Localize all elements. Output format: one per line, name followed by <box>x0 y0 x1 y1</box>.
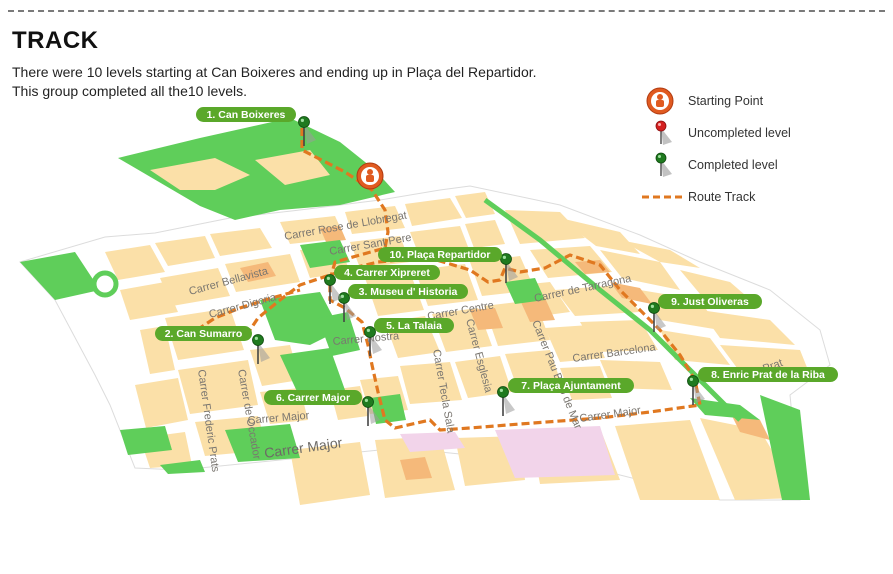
level-label: 3. Museu d' Historia <box>359 286 458 298</box>
legend-uncompleted: Uncompleted level <box>640 118 880 148</box>
level-label-bg <box>378 247 502 262</box>
pin-highlight <box>340 294 344 298</box>
pin-shadow <box>258 342 270 362</box>
pin-highlight <box>364 398 368 402</box>
top-dashed-divider <box>8 10 885 12</box>
level-pin-3[interactable]: 3. Museu d' Historia <box>338 284 469 322</box>
level-pin-4[interactable]: 4. Carrer Xipreret <box>324 265 441 304</box>
legend-completed: Completed level <box>640 150 880 180</box>
block-north-2 <box>255 150 330 185</box>
level-label-bg <box>196 107 296 122</box>
level-label: 2. Can Sumarro <box>165 328 243 340</box>
level-label: 10. Plaça Repartidor <box>390 249 491 261</box>
green-pin-icon <box>362 396 374 408</box>
pin-highlight <box>502 255 506 259</box>
roundabout <box>91 270 119 298</box>
pin-shadow <box>506 261 518 281</box>
green-pin-icon <box>655 152 672 177</box>
green-pin-icon <box>687 375 699 387</box>
pin-shadow <box>368 404 380 424</box>
level-label-bg <box>155 326 252 341</box>
green-pin-icon <box>497 386 509 398</box>
level-label-bg <box>348 284 468 299</box>
starting-point-icon <box>646 87 674 115</box>
green-pin-icon <box>364 326 376 338</box>
level-label-bg <box>658 294 762 309</box>
green-avenue <box>483 197 742 422</box>
level-label-bg <box>334 265 440 280</box>
level-label: 8. Enric Prat de la Riba <box>711 369 825 381</box>
level-label-bg <box>698 367 838 382</box>
town-map[interactable]: Carrer Major Carrer Major Carrer Major C… <box>0 100 893 574</box>
block-north <box>150 158 250 190</box>
level-label-bg <box>264 390 362 405</box>
level-pin-9[interactable]: 9. Just Oliveras <box>648 294 763 332</box>
route-line-icon <box>642 195 682 199</box>
level-label: 6. Carrer Major <box>276 392 350 404</box>
green-pin-icon <box>648 302 660 314</box>
level-pin-1[interactable]: 1. Can Boixeres <box>196 107 316 146</box>
red-pin-icon <box>655 120 672 145</box>
pin-shadow <box>654 310 666 330</box>
level-label-bg <box>374 318 454 333</box>
pin-highlight <box>300 118 304 122</box>
street-label: Carrer Major <box>247 410 310 427</box>
level-pin-8[interactable]: 8. Enric Prat de la Riba <box>687 367 839 405</box>
pin-shadow <box>344 300 356 320</box>
pin-shadow <box>693 383 705 403</box>
level-pin-2[interactable]: 2. Can Sumarro <box>155 326 270 364</box>
level-label: 1. Can Boixeres <box>207 109 286 121</box>
legend-route-track: Route Track <box>640 182 880 212</box>
track-description: There were 10 levels starting at Can Boi… <box>12 63 537 101</box>
page-title: TRACK <box>12 27 99 54</box>
park-north <box>118 118 395 220</box>
level-pins: 1. Can Boixeres 2. Can Sumarro 3. Museu d'… <box>155 107 838 426</box>
green-pin-icon <box>500 253 512 265</box>
green-pin-icon <box>298 116 310 128</box>
level-label: 5. La Talaia <box>386 320 442 332</box>
legend-starting-point: Starting Point <box>640 86 880 116</box>
level-pin-7[interactable]: 7. Plaça Ajuntament <box>497 378 635 416</box>
pin-shadow <box>503 394 515 414</box>
starting-point-marker[interactable] <box>356 162 384 190</box>
level-label: 4. Carrer Xipreret <box>344 267 430 279</box>
level-pin-5[interactable]: 5. La Talaia <box>364 318 455 356</box>
pink-zones <box>400 426 615 478</box>
parks <box>20 240 810 500</box>
level-label-bg <box>508 378 634 393</box>
green-pin-icon <box>324 274 336 286</box>
pin-shadow <box>370 334 382 354</box>
level-pin-10[interactable]: 10. Plaça Repartidor <box>378 247 518 283</box>
description-line-2: This group completed all the10 levels. <box>12 83 248 99</box>
pin-highlight <box>499 388 503 392</box>
pin-highlight <box>326 276 330 280</box>
pin-highlight <box>254 336 258 340</box>
pin-shadow <box>330 282 342 302</box>
green-pin-icon <box>252 334 264 346</box>
level-label: 7. Plaça Ajuntament <box>521 380 621 392</box>
pin-highlight <box>689 377 694 381</box>
level-pin-6[interactable]: 6. Carrer Major <box>264 390 380 426</box>
pin-highlight <box>650 304 655 308</box>
pin-highlight <box>366 328 370 332</box>
level-label: 9. Just Oliveras <box>671 296 749 308</box>
route-track <box>198 128 702 432</box>
street-label: Carrer Nostra <box>332 330 400 348</box>
pin-shadow <box>304 124 316 144</box>
description-line-1: There were 10 levels starting at Can Boi… <box>12 64 537 80</box>
